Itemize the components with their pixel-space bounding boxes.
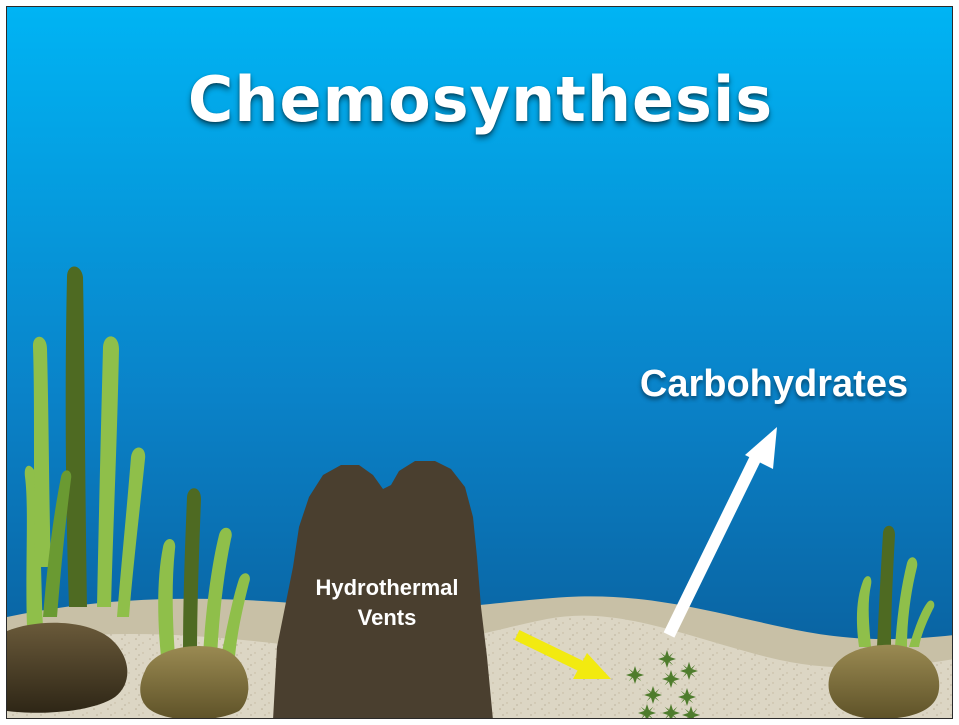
carbohydrates-label: Carbohydrates	[619, 363, 929, 406]
vents-label-line2: Vents	[287, 603, 487, 633]
vents-label-line1: Hydrothermal	[287, 573, 487, 603]
slide: Chemosynthesis Carbohydrates Hydrotherma…	[6, 6, 953, 719]
hydrothermal-vents-label: Hydrothermal Vents	[287, 573, 487, 633]
slide-title: Chemosynthesis	[7, 63, 953, 136]
